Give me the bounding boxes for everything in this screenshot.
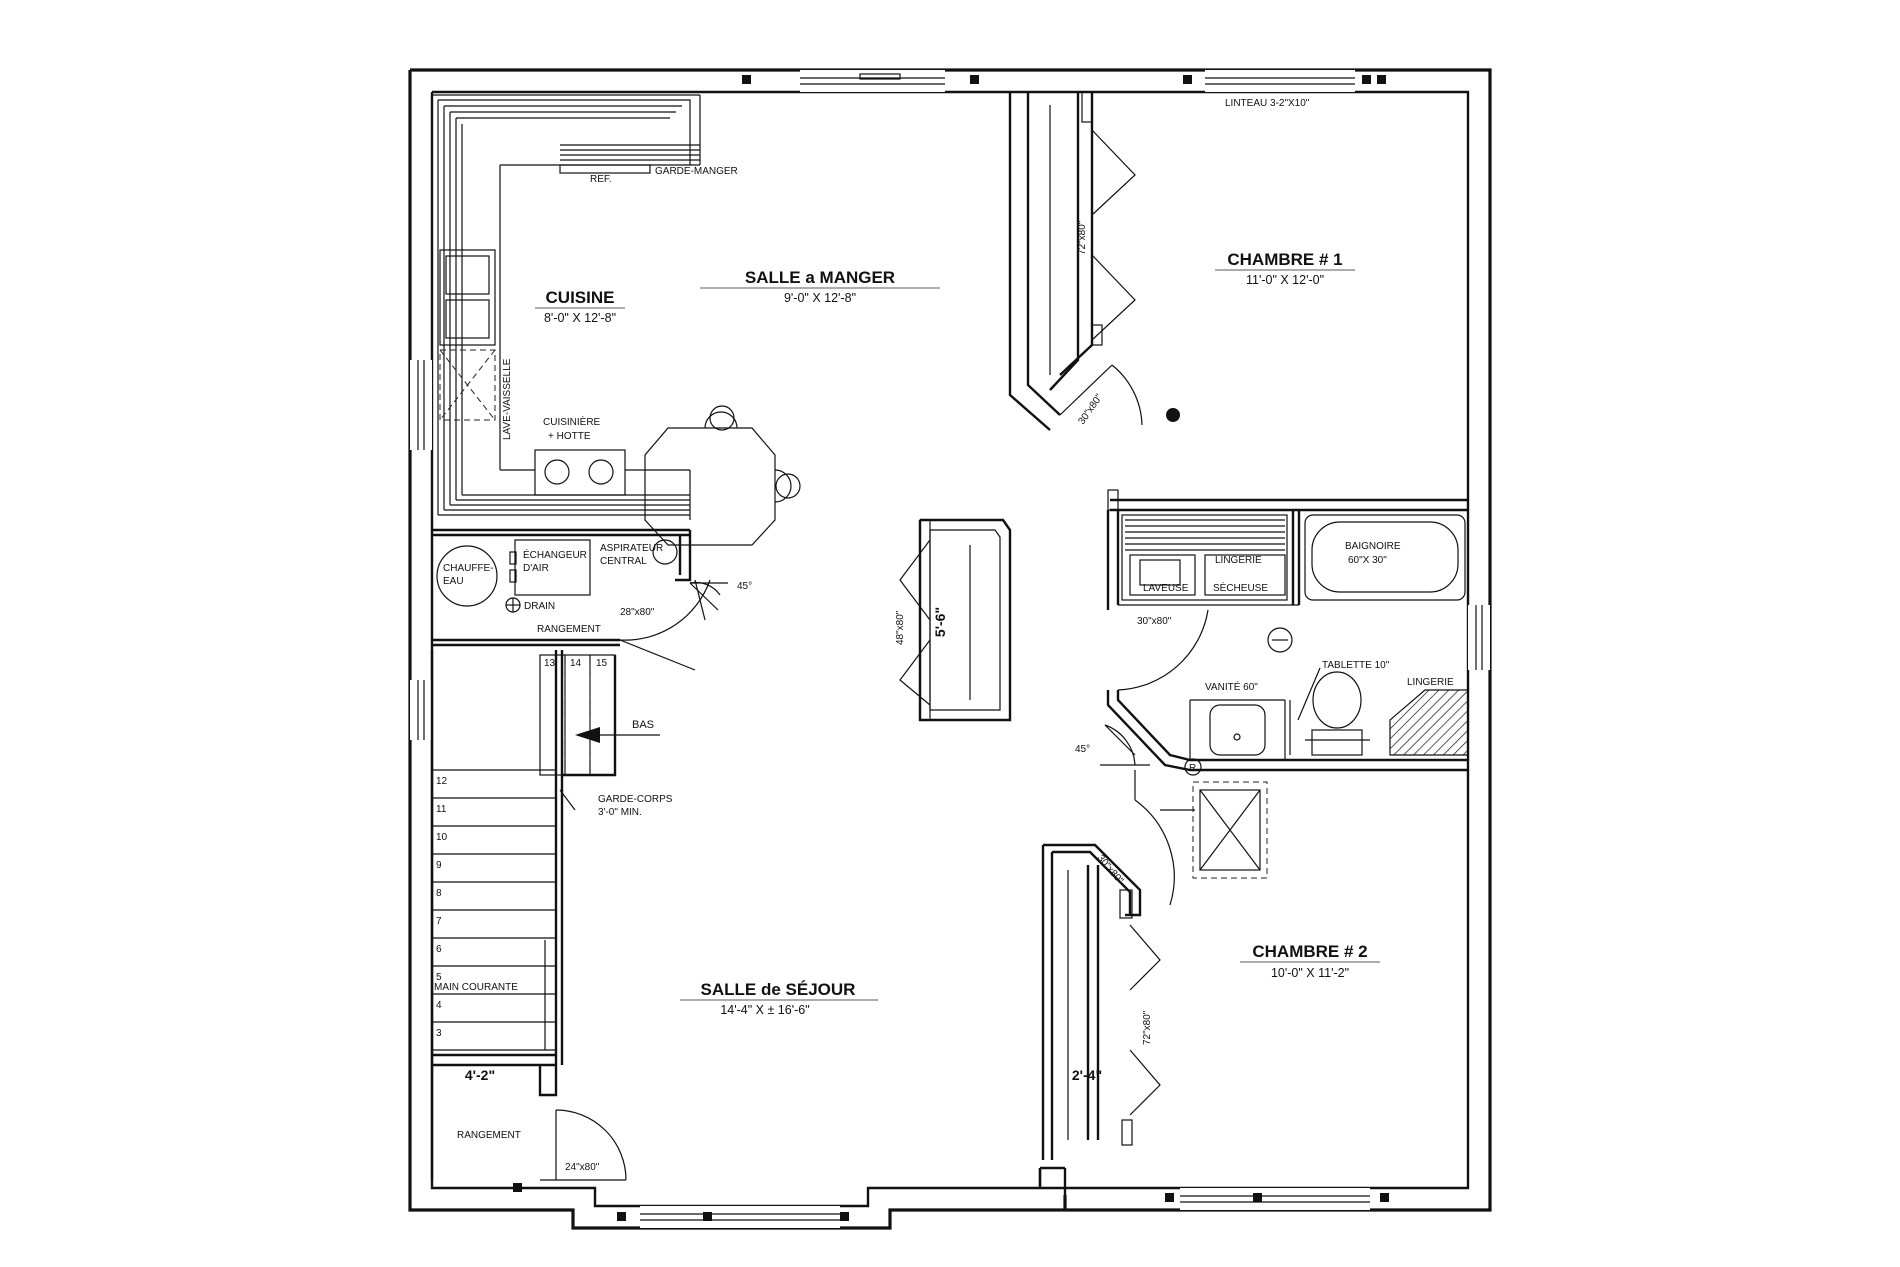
room-labels: CUISINE 8'-0" X 12'-8" SALLE a MANGER 9'… — [535, 250, 1380, 1017]
stair-step-3: 3 — [436, 1028, 442, 1039]
stair-step-11: 11 — [436, 804, 447, 815]
stair-step-12: 12 — [436, 776, 448, 787]
stair-step-13: 13 — [544, 658, 556, 669]
island-door-dim: 48"x80" — [895, 610, 906, 645]
baignoire-label-2: 60"X 30" — [1348, 555, 1387, 566]
fixture-labels: GARDE-MANGER REF. LINTEAU 3-2"X10" LAVE-… — [434, 98, 1454, 1141]
ref-label: REF. — [590, 174, 612, 185]
bedroom2-walls — [1041, 770, 1268, 1160]
closet2-door-dim: 72"x80" — [1142, 1010, 1153, 1045]
structural-posts — [513, 75, 1389, 1221]
drain-label: DRAIN — [524, 601, 555, 612]
stair-step-8: 8 — [436, 888, 442, 899]
bath-angle-dim: 45° — [1075, 744, 1090, 755]
closet2-depth-dim: 2'-4" — [1072, 1067, 1102, 1083]
stair-step-7: 7 — [436, 916, 442, 927]
main-courante-label: MAIN COURANTE — [434, 982, 518, 993]
bedroom1-walls — [1008, 91, 1180, 431]
stair-step-4: 4 — [436, 1000, 442, 1011]
mechanical-room — [432, 528, 728, 671]
lingerie-laundry-label: LINGERIE — [1215, 555, 1262, 566]
bas-label: BAS — [632, 719, 654, 731]
stair-step-15: 15 — [596, 658, 608, 669]
cuisine-label: CUISINE — [546, 288, 615, 307]
garde-corps-label-2: 3'-0" MIN. — [598, 807, 642, 818]
salle-manger-dim: 9'-0" X 12'-8" — [784, 291, 856, 305]
tablette-label: TABLETTE 10" — [1322, 660, 1390, 671]
stair-step-6: 6 — [436, 944, 442, 955]
cuisine-dim: 8'-0" X 12'-8" — [544, 311, 616, 325]
salle-manger-label: SALLE a MANGER — [745, 268, 895, 287]
garde-corps-label-1: GARDE-CORPS — [598, 794, 673, 805]
laundry-door-dim: 30"x80" — [1137, 616, 1172, 627]
closet1-door-dim: 72"x80" — [1077, 220, 1088, 255]
cuisiniere-label-2: + HOTTE — [548, 431, 591, 442]
bath-laundry-walls — [1100, 489, 1469, 776]
chambre2-label: CHAMBRE # 2 — [1252, 942, 1367, 961]
stair-step-10: 10 — [436, 832, 448, 843]
exterior-walls — [408, 68, 1492, 1230]
rangement-door-dim: 24"x80" — [565, 1162, 600, 1173]
baignoire-label-1: BAIGNOIRE — [1345, 541, 1401, 552]
echangeur-label-1: ÉCHANGEUR — [523, 548, 587, 561]
rangement-width-dim: 4'-2" — [465, 1067, 495, 1083]
staircase — [430, 650, 660, 1181]
rangement-bottom-label: RANGEMENT — [457, 1130, 521, 1141]
echangeur-label-2: D'AIR — [523, 563, 549, 574]
cuisiniere-label-1: CUISINIÈRE — [543, 415, 601, 428]
garde-manger-label: GARDE-MANGER — [655, 166, 738, 177]
bed1-door-dim: 30"x80" — [1076, 392, 1105, 427]
lave-vaisselle-label: LAVE-VAISSELLE — [502, 358, 513, 440]
kitchen-counters — [432, 94, 701, 520]
chambre1-dim: 11'-0" X 12'-0" — [1246, 273, 1324, 287]
rangement-top-label: RANGEMENT — [537, 624, 601, 635]
stair-numbers: 13 14 15 12 11 10 9 8 7 6 5 4 3 — [436, 658, 608, 1039]
chauffe-eau-label-2: EAU — [443, 576, 464, 587]
kitchen-angle-dim: 45° — [737, 581, 752, 592]
dining-table — [644, 405, 801, 546]
salle-sejour-label: SALLE de SÉJOUR — [701, 980, 856, 999]
lingerie-bath-label: LINGERIE — [1407, 677, 1454, 688]
island-width-dim: 5'-6" — [932, 607, 948, 637]
chambre1-label: CHAMBRE # 1 — [1227, 250, 1342, 269]
laveuse-label: LAVEUSE — [1143, 583, 1189, 594]
central-closet — [899, 518, 1012, 722]
stair-step-9: 9 — [436, 860, 442, 871]
chauffe-eau-label-1: CHAUFFE- — [443, 563, 494, 574]
dimension-labels: 72"x80" 30"x80" 28"x80" 48"x80" 5'-6" 30… — [465, 220, 1172, 1173]
stair-door-dim: 28"x80" — [620, 607, 655, 618]
chambre2-dim: 10'-0" X 11'-2" — [1271, 966, 1349, 980]
aspirateur-label-1: ASPIRATEUR — [600, 543, 663, 554]
aspirateur-label-2: CENTRAL — [600, 556, 647, 567]
windows — [410, 70, 1490, 1228]
stair-step-5: 5 — [436, 972, 442, 983]
vanite-label: VANITÉ 60" — [1205, 680, 1258, 693]
r-marker-label: R — [1189, 763, 1196, 774]
secheuse-label: SÉCHEUSE — [1213, 581, 1268, 594]
linteau-label: LINTEAU 3-2"X10" — [1225, 98, 1310, 109]
salle-sejour-dim: 14'-4" X ± 16'-6" — [720, 1003, 809, 1017]
stair-step-14: 14 — [570, 658, 582, 669]
